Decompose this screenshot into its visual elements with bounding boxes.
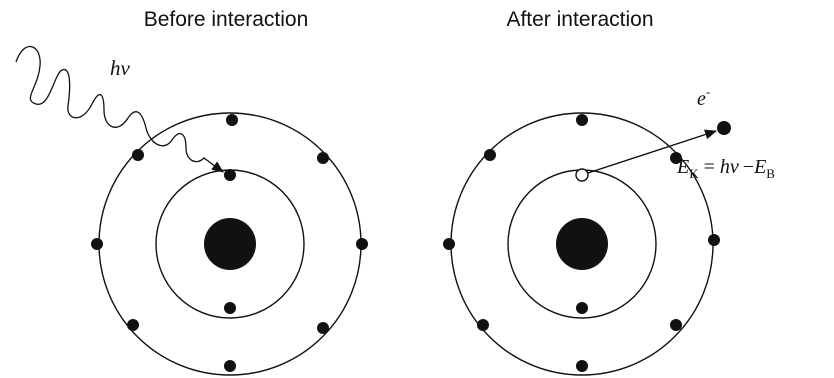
electron-charge: - <box>706 84 710 99</box>
kinetic-energy-equation: EK=hν−EB <box>676 156 775 181</box>
photon-label: hν <box>110 56 131 80</box>
eb-subscript: B <box>766 166 775 181</box>
outer-electron <box>132 149 144 161</box>
outer-electron <box>224 360 236 372</box>
outer-electron <box>127 319 139 331</box>
ek-symbol: E <box>676 156 689 178</box>
inner-electron-top <box>224 169 236 181</box>
nucleus-before <box>204 218 256 270</box>
photon-wave <box>15 45 224 173</box>
outer-electron <box>226 114 238 126</box>
outer-electron <box>356 238 368 250</box>
outer-electron <box>443 238 455 250</box>
ejection-arrow <box>587 129 717 174</box>
eb-symbol: E <box>753 156 766 178</box>
outer-electron <box>576 114 588 126</box>
outer-electron <box>91 238 103 250</box>
outer-electron <box>317 322 329 334</box>
inner-electron-bottom <box>224 302 236 314</box>
photon-energy: hν <box>720 156 739 178</box>
outer-electron <box>484 149 496 161</box>
outer-electron <box>670 152 682 164</box>
outer-electron <box>477 319 489 331</box>
atom-before <box>91 112 368 376</box>
ek-subscript: K <box>689 166 699 181</box>
outer-electron <box>708 234 720 246</box>
outer-electron <box>576 360 588 372</box>
nucleus-after <box>556 218 608 270</box>
ejected-electron-label: e- <box>697 84 710 110</box>
outer-electron <box>670 319 682 331</box>
after-interaction-title: After interaction <box>506 8 653 31</box>
inner-electron-bottom <box>576 302 588 314</box>
equals-sign: = <box>704 156 715 178</box>
outer-electron <box>317 152 329 164</box>
ejected-electron <box>717 121 731 135</box>
inner-shell-vacancy <box>575 168 589 182</box>
before-interaction-title: Before interaction <box>144 8 309 31</box>
minus-sign: − <box>743 156 754 178</box>
atom-after <box>443 112 720 376</box>
electron-symbol: e <box>697 88 706 110</box>
